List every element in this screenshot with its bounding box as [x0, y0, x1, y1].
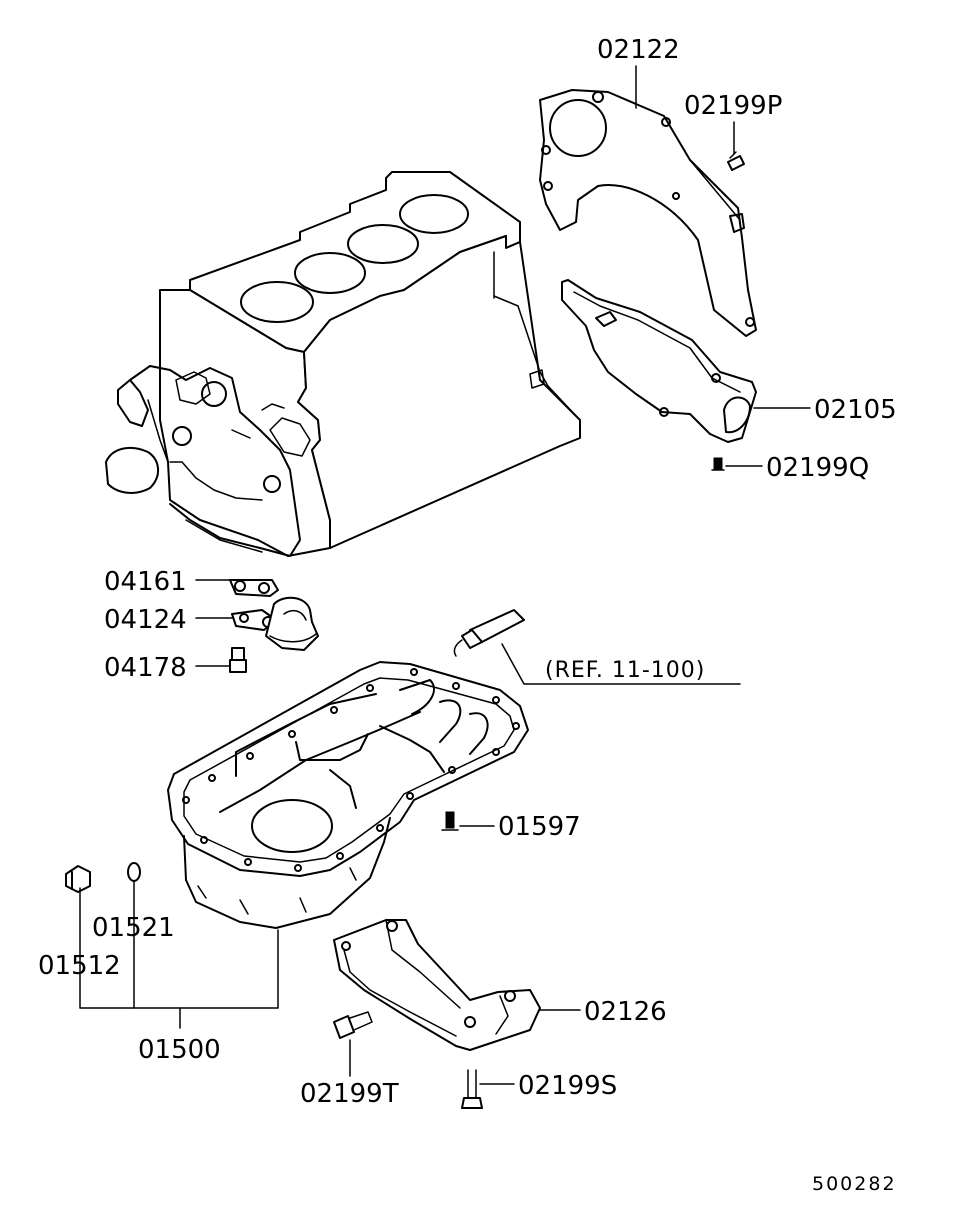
bolt-01597 [441, 811, 459, 831]
bolt-02199T [333, 1011, 373, 1039]
engine-block [105, 171, 581, 557]
leader-lines [79, 65, 811, 1085]
oil-strainer-04124 [231, 596, 319, 651]
rear-plate [539, 89, 757, 337]
document-number: 500282 [812, 1173, 897, 1195]
label-ref-11-100: (REF. 11-100) [545, 658, 705, 683]
label-02199P: 02199P [684, 91, 782, 121]
drain-gasket-01521 [127, 862, 141, 882]
label-01500: 01500 [138, 1035, 221, 1065]
label-01512: 01512 [38, 951, 121, 981]
label-04178: 04178 [104, 653, 187, 683]
label-01521: 01521 [92, 913, 175, 943]
label-02199T: 02199T [300, 1079, 399, 1109]
label-02122: 02122 [597, 35, 680, 65]
bolt-02199Q [711, 457, 725, 471]
bolt-02199S [461, 1069, 483, 1109]
bolt-02199P [727, 151, 745, 171]
drain-plug-01512 [65, 865, 91, 893]
label-02126: 02126 [584, 997, 667, 1027]
oil-pan-bolt-holes [182, 668, 520, 872]
gusset-cover [561, 279, 757, 443]
label-04161: 04161 [104, 567, 187, 597]
label-01597: 01597 [498, 812, 581, 842]
part-labels: 02122 02199P 02105 02199Q 04161 04124 04… [38, 35, 897, 1195]
gasket-04161 [229, 579, 279, 597]
sealant-tube [453, 609, 525, 657]
label-02199S: 02199S [518, 1071, 617, 1101]
stiffener-bracket [333, 919, 541, 1051]
label-04124: 04124 [104, 605, 187, 635]
bolt-04178 [229, 647, 247, 673]
oil-pan [167, 661, 529, 929]
label-02105: 02105 [814, 395, 897, 425]
label-02199Q: 02199Q [766, 453, 869, 483]
